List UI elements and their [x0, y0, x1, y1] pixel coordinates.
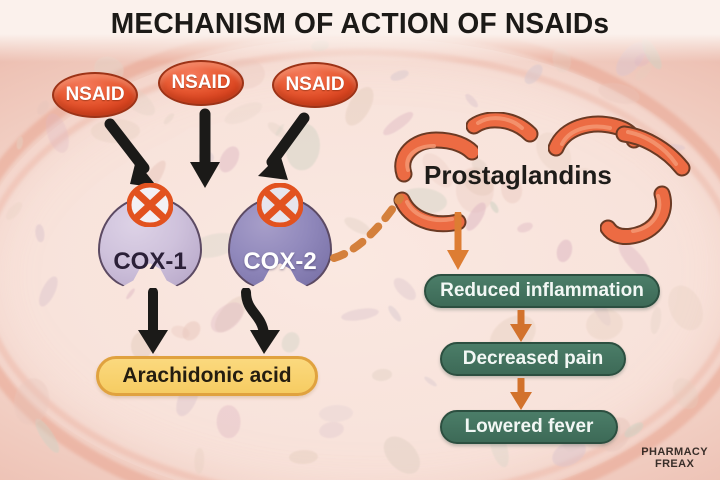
- arrow-cox1-to-arachidonic: [138, 288, 168, 354]
- prostaglandin-rod-1: [394, 131, 478, 183]
- outcome-box-reduced-inflammation: Reduced inflammation: [424, 274, 660, 308]
- enzyme-cox-1: COX-1: [98, 183, 202, 292]
- watermark: PHARMACY FREAX: [641, 446, 708, 470]
- prostaglandins-label: Prostaglandins: [424, 160, 612, 190]
- page-title: MECHANISM OF ACTION OF NSAIDs: [110, 8, 610, 40]
- prostaglandin-rod-4: [393, 191, 467, 233]
- nsaid-capsule-1: NSAID: [52, 72, 138, 118]
- nsaid-label: NSAID: [171, 72, 231, 93]
- nsaid-label: NSAID: [285, 74, 345, 95]
- watermark-line-2: FREAX: [654, 458, 695, 470]
- block-icon: [127, 183, 173, 227]
- outcome-label: Lowered fever: [464, 416, 594, 437]
- nsaid-capsule-3: NSAID: [272, 62, 358, 108]
- arrow-nsaid2-to-cox1: [190, 108, 220, 188]
- arrow-nsaid1-to-cox1: [104, 118, 158, 188]
- nsaid-capsule-2: NSAID: [158, 60, 244, 106]
- outcome-box-decreased-pain: Decreased pain: [440, 342, 626, 376]
- dashed-link-cox2-prostaglandins: [330, 194, 404, 262]
- prostaglandin-rod-5: [615, 125, 691, 177]
- watermark-line-1: PHARMACY: [641, 446, 708, 458]
- arachidonic-acid-box: Arachidonic acid: [96, 356, 318, 396]
- outcome-label: Reduced inflammation: [440, 280, 644, 301]
- cox2-label: COX-2: [243, 248, 317, 275]
- block-icon: [257, 183, 303, 227]
- title-backdrop: [0, 0, 720, 62]
- outcome-box-lowered-fever: Lowered fever: [440, 410, 618, 444]
- outcome-label: Decreased pain: [462, 348, 604, 369]
- arrow-prostaglandins-to-inflammation: [447, 212, 469, 270]
- prostaglandin-rod-2: [466, 112, 539, 143]
- prostaglandin-rod-6: [600, 185, 672, 245]
- nsaid-label: NSAID: [65, 84, 125, 105]
- arrow-nsaid3-to-cox2: [258, 112, 310, 180]
- arrow-pain-to-fever: [510, 378, 532, 410]
- cox1-label: COX-1: [113, 248, 187, 275]
- arrow-cox2-to-arachidonic: [241, 288, 280, 354]
- enzyme-cox-2: COX-2: [228, 183, 332, 292]
- organelle: [193, 447, 204, 475]
- arrow-inflammation-to-pain: [510, 310, 532, 342]
- arachidonic-acid-label: Arachidonic acid: [122, 364, 292, 387]
